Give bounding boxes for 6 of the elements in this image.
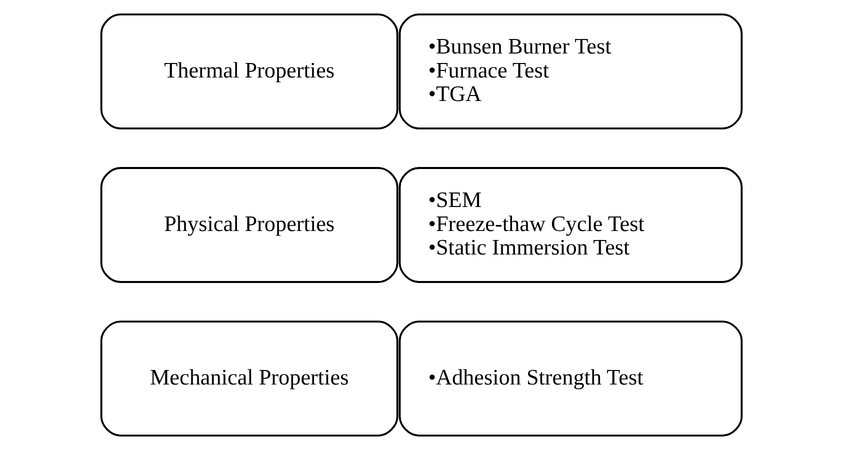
node-box: •Adhesion Strength Test <box>398 320 743 436</box>
node-box: •Bunsen Burner Test •Furnace Test •TGA <box>398 14 743 130</box>
node-box: Thermal Properties <box>100 14 398 130</box>
node-box: Physical Properties <box>100 167 398 283</box>
node-box: Mechanical Properties <box>100 320 398 436</box>
node-box: •SEM •Freeze-thaw Cycle Test •Static Immersion Test <box>398 167 743 283</box>
